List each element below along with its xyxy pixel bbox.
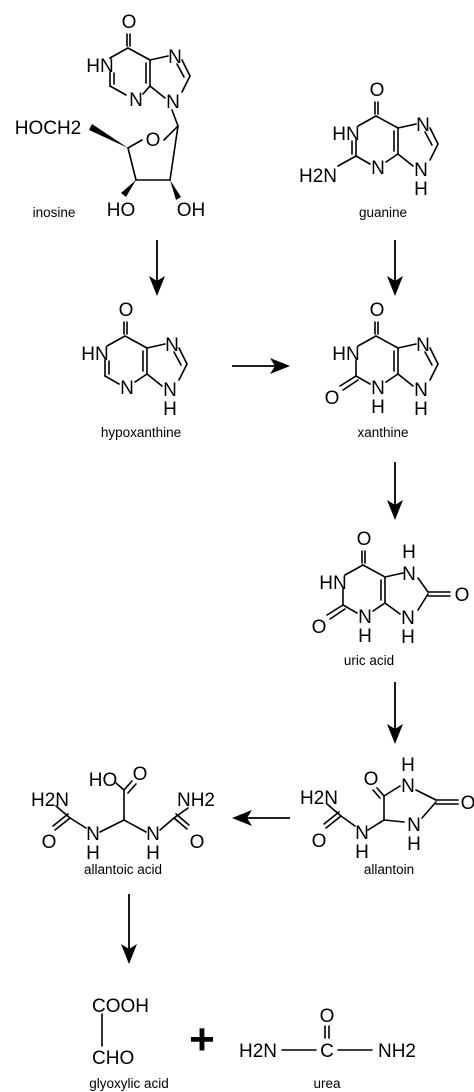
atom-n-bottom: N (407, 815, 421, 836)
atom-h-right: H (146, 843, 160, 864)
atom-o-carbonyl: O (370, 80, 385, 101)
atom-n7: N (416, 115, 430, 136)
atom-n3: N (358, 607, 372, 628)
atom-hn: HN (81, 344, 108, 365)
atom-hn: HN (86, 56, 113, 77)
structure-glyoxylic-acid: COOH CHO glyoxylic acid (89, 996, 169, 1091)
atom-o: O (320, 1006, 335, 1027)
plus-sign: + (189, 1015, 215, 1064)
atom-oh: OH (177, 200, 206, 221)
atom-n7: N (402, 564, 416, 585)
atom-n-right: N (146, 824, 160, 845)
atom-c: C (320, 1041, 334, 1062)
arrow-allantoin-to-allantoic-acid (232, 810, 290, 826)
atom-cho: CHO (92, 1048, 134, 1069)
atom-cooh: COOH (92, 996, 149, 1017)
atom-o-left: O (42, 832, 57, 853)
arrow-guanine-to-xanthine (387, 240, 403, 296)
label-allantoin: allantoin (364, 862, 414, 877)
atom-h-n9: H (401, 627, 415, 648)
atom-o-ring: O (146, 130, 161, 151)
structure-allantoic-acid: H2N HO O NH2 O N H N H O allantoic acid (31, 764, 215, 877)
atom-nh2: NH2 (177, 790, 215, 811)
label-uric-acid: uric acid (344, 653, 394, 668)
atom-h-bottom: H (407, 834, 421, 855)
atom-n-top: N (401, 776, 415, 797)
atom-h-n3: H (371, 397, 385, 418)
atom-o-right: O (461, 793, 474, 814)
atom-o-right: O (190, 832, 205, 853)
arrow-xanthine-to-uric-acid (387, 462, 403, 520)
structure-guanine: O HN H2N N N N H guanine (299, 80, 439, 220)
atom-h-link: H (355, 842, 369, 863)
atom-n-link: N (355, 823, 369, 844)
atom-h2n: H2N (300, 788, 338, 809)
atom-h2n: H2N (239, 1041, 277, 1062)
atom-h-n7: H (402, 542, 416, 563)
atom-o-left: O (325, 388, 340, 409)
atom-n3: N (371, 158, 385, 179)
atom-o-right: O (455, 585, 470, 606)
atom-n7: N (168, 47, 182, 68)
atom-n3: N (120, 378, 134, 399)
atom-n3: N (371, 378, 385, 399)
label-guanine: guanine (359, 205, 407, 220)
atom-h-n9: H (414, 399, 428, 420)
arrow-hypoxanthine-to-xanthine (232, 358, 290, 374)
atom-o-carbonyl: O (370, 300, 385, 321)
atom-hn: HN (319, 573, 346, 594)
structure-hypoxanthine: O HN N N N H hypoxanthine (81, 300, 188, 440)
structure-allantoin: H2N O N H O H N O N H allantoin (300, 755, 474, 877)
atom-o-carbonyl: O (119, 300, 134, 321)
arrow-inosine-to-hypoxanthine (149, 240, 165, 296)
atom-ho: HO (89, 770, 118, 791)
arrow-allantoic-acid-to-products (121, 894, 137, 964)
atom-n9: N (163, 380, 177, 401)
structure-xanthine: O HN O N H N N H xanthine (325, 300, 439, 440)
atom-hn: HN (332, 344, 359, 365)
atom-o-left: O (312, 617, 327, 638)
atom-hoch2: HOCH2 (15, 118, 82, 139)
atom-h: H (414, 179, 428, 200)
structure-inosine: O HN N N N O HOCH2 HO OH inosine (15, 12, 206, 221)
atom-nh2: NH2 (378, 1041, 416, 1062)
atom-n7: N (165, 335, 179, 356)
atom-hn: HN (332, 124, 359, 145)
atom-o-carbonyl: O (357, 529, 372, 550)
atom-h-top: H (401, 755, 415, 776)
atom-h2n: H2N (31, 790, 69, 811)
atom-n9: N (401, 608, 415, 629)
atom-ho: HO (107, 200, 136, 221)
label-inosine: inosine (33, 205, 76, 220)
atom-n9: N (414, 160, 428, 181)
atom-n9: N (166, 92, 180, 113)
atom-o-acid: O (133, 764, 148, 785)
atom-o-carbonyl: O (122, 12, 137, 33)
label-hypoxanthine: hypoxanthine (101, 425, 181, 440)
atom-h2n: H2N (299, 166, 337, 187)
atom-n3: N (129, 90, 143, 111)
label-allantoic-acid: allantoic acid (84, 862, 162, 877)
atom-h: H (163, 399, 177, 420)
atom-h-left: H (86, 843, 100, 864)
atom-n-left: N (86, 824, 100, 845)
structure-uric-acid: O HN O N H H N O N H uric acid (312, 529, 470, 668)
label-urea: urea (313, 1076, 341, 1091)
label-glyoxylic-acid: glyoxylic acid (89, 1076, 169, 1091)
atom-o-urea: O (312, 831, 327, 852)
atom-h-n3: H (358, 626, 372, 647)
atom-o-ring-carbonyl: O (364, 769, 379, 790)
atom-n7: N (416, 335, 430, 356)
label-xanthine: xanthine (357, 425, 408, 440)
atom-n9: N (414, 380, 428, 401)
structure-urea: O H2N C NH2 urea (239, 1006, 416, 1091)
arrow-uric-acid-to-allantoin (387, 682, 403, 744)
